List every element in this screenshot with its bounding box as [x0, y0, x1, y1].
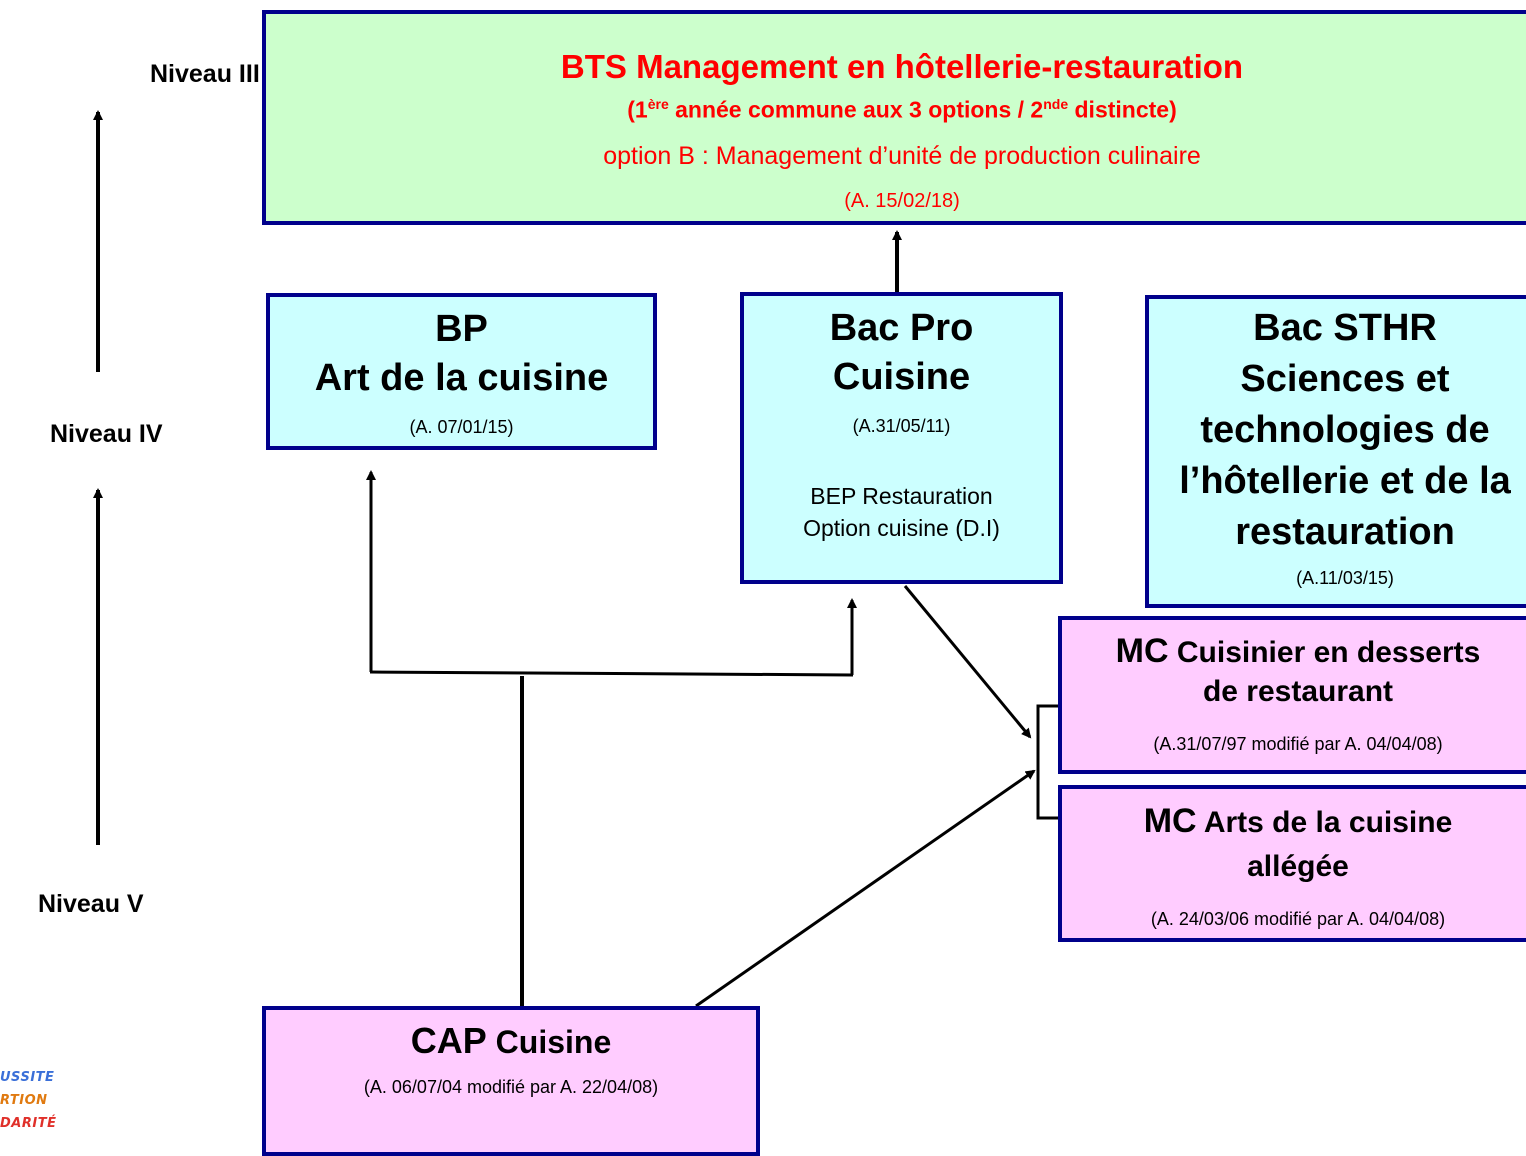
mc-allegee-box: MC Arts de la cuisine allégée (A. 24/03/…	[1058, 785, 1526, 942]
bacsthr-line3: technologies de	[1200, 409, 1490, 451]
bacsthr-line2: Sciences et	[1240, 358, 1450, 400]
cap-ref: (A. 06/07/04 modifié par A. 22/04/08)	[363, 1077, 659, 1097]
bacpro-line2: Cuisine	[832, 356, 971, 398]
mc-allegee-ref: (A. 24/03/06 modifié par A. 04/04/08)	[1150, 909, 1446, 929]
bts-ref: (A. 15/02/18)	[844, 190, 960, 212]
cap-title-text: Cuisine	[486, 1024, 612, 1060]
mc-allegee-title1: MC Arts de la cuisine	[1062, 801, 1526, 843]
mc-desserts-box: MC Cuisinier en desserts de restaurant (…	[1058, 616, 1526, 774]
bts-box: BTS Management en hôtellerie-restauratio…	[262, 10, 1526, 225]
bacpro-ref: (A.31/05/11)	[852, 416, 951, 436]
bp-line1: BP	[435, 308, 488, 350]
cap-label: CAP	[410, 1020, 487, 1061]
mc-allegee-mc: MC	[1143, 802, 1197, 840]
bp-box: BP Art de la cuisine (A. 07/01/15)	[266, 293, 657, 450]
cap-box: CAP Cuisine (A. 06/07/04 modifié par A. …	[262, 1006, 760, 1156]
bts-subtitle-part1: (1	[627, 96, 648, 123]
mc-allegee-title2: allégée	[1247, 850, 1349, 883]
mc-desserts-title1: MC Cuisinier en desserts	[1062, 632, 1526, 672]
mc-allegee-title-text: Arts de la cuisine	[1196, 806, 1453, 839]
bp-ref: (A. 07/01/15)	[409, 417, 514, 437]
bacsthr-line1: Bac STHR	[1253, 307, 1437, 349]
level-3-label: Niveau III	[150, 60, 260, 88]
level-5-label: Niveau V	[38, 890, 144, 918]
arrow-cap-to-mc	[695, 769, 1036, 1008]
cap-title: CAP Cuisine	[266, 1020, 756, 1063]
line-cap-distributor	[369, 670, 854, 677]
bts-subtitle-part3: distincte)	[1068, 96, 1177, 123]
bts-title: BTS Management en hôtellerie-restauratio…	[560, 48, 1244, 85]
bacsthr-ref: (A.11/03/15)	[1296, 568, 1394, 588]
mc-desserts-mc: MC	[1115, 632, 1169, 670]
bacpro-bep1: BEP Restauration	[810, 483, 993, 509]
bacsthr-line4: l’hôtellerie et de la	[1179, 460, 1511, 502]
bts-subtitle: (1ère année commune aux 3 options / 2nde…	[266, 96, 1526, 124]
logo-line2: RTION	[0, 1093, 48, 1108]
arrow-bacpro-to-mc	[903, 585, 1032, 739]
mc-bracket	[1036, 704, 1060, 820]
mc-desserts-title-text: Cuisinier en desserts	[1168, 636, 1481, 669]
bp-line2: Art de la cuisine	[314, 357, 609, 399]
mc-desserts-ref: (A.31/07/97 modifié par A. 04/04/08)	[1153, 734, 1443, 754]
mc-desserts-title2: de restaurant	[1202, 675, 1394, 708]
bacpro-line1: Bac Pro	[829, 307, 974, 349]
bacsthr-line5: restauration	[1235, 511, 1455, 553]
level-4-label: Niveau IV	[50, 420, 163, 448]
logo-line3: DARITÉ	[0, 1116, 57, 1131]
bacsthr-box: Bac STHR Sciences et technologies de l’h…	[1145, 295, 1526, 608]
bts-subtitle-sup2: nde	[1043, 96, 1069, 112]
bacpro-box: Bac Pro Cuisine (A.31/05/11) BEP Restaur…	[740, 292, 1063, 584]
bts-subtitle-sup1: ère	[647, 96, 669, 112]
bts-option: option B : Management d’unité de product…	[603, 142, 1201, 170]
logo-line1: USSITE	[0, 1070, 55, 1085]
bacpro-bep2: Option cuisine (D.I)	[803, 515, 1000, 541]
bts-subtitle-part2: année commune aux 3 options / 2	[668, 96, 1044, 123]
